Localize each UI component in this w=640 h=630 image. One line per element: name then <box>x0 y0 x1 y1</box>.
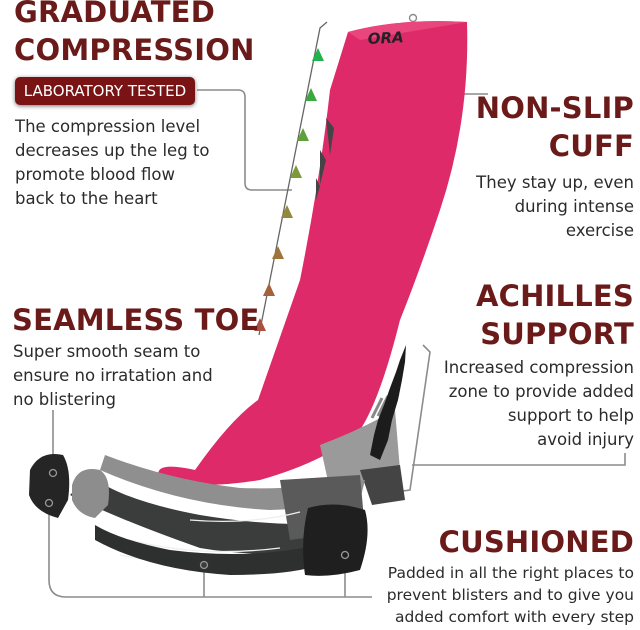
gradient-arrows <box>254 48 324 331</box>
heel-pad <box>303 504 368 576</box>
achilles-description: Increased compression zone to provide ad… <box>443 358 634 449</box>
graduated-title-line1: GRADUATED <box>14 0 215 29</box>
non-slip-title-line2: CUFF <box>548 129 634 163</box>
sock-logo: ORA <box>367 28 404 48</box>
achilles-title-line2: SUPPORT <box>480 317 634 351</box>
seamless-toe-description: Super smooth seam to ensure no irratatio… <box>13 342 213 409</box>
non-slip-description: They stay up, even during intense exerci… <box>476 173 634 240</box>
cushioned-description: Padded in all the right places to preven… <box>386 564 634 626</box>
achilles-title-line1: ACHILLES <box>475 279 634 313</box>
laboratory-tested-badge: LABORATORY TESTED <box>15 77 195 105</box>
cushioned-title: CUSHIONED <box>438 525 634 559</box>
graduated-title-line2: COMPRESSION <box>14 33 255 67</box>
sock-leg <box>158 21 468 485</box>
non-slip-title-line1: NON-SLIP <box>475 91 634 125</box>
toe-cap-gray <box>72 469 109 518</box>
graduated-description: The compression level decreases up the l… <box>15 117 210 208</box>
toe-cap-dark <box>29 454 70 518</box>
seamless-toe-title: SEAMLESS TOE <box>12 303 260 337</box>
